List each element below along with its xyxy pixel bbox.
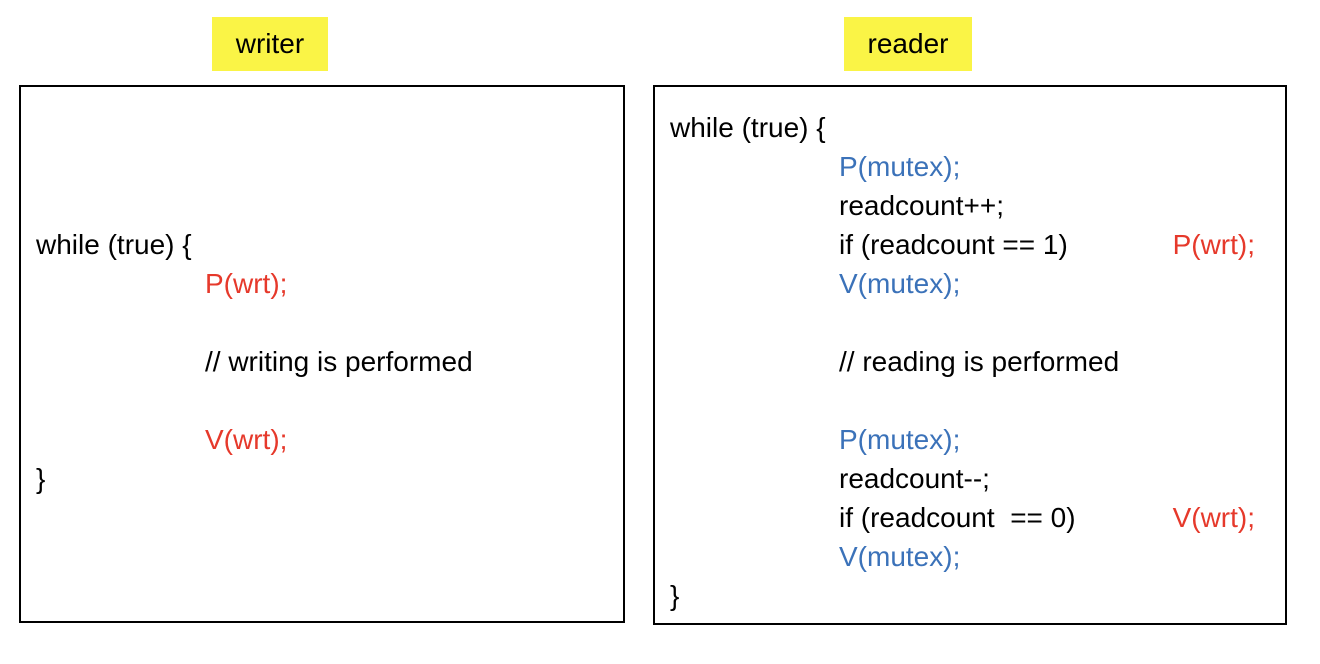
reader-code-box: while (true) { P(mutex); readcount++; if… <box>653 85 1287 625</box>
writer-close-brace-line: } <box>36 463 46 494</box>
reader-if-last-reader-line: if (readcount == 0) V(wrt); <box>655 498 1285 537</box>
reader-p-mutex-exit-line: P(mutex); <box>839 424 961 455</box>
writer-v-wrt-line: V(wrt); <box>205 424 288 455</box>
reader-comment-line: // reading is performed <box>839 346 1120 377</box>
reader-close-brace-line: } <box>670 580 680 611</box>
writer-code-box: while (true) { P(wrt); // writing is per… <box>19 85 625 623</box>
blank-line <box>21 303 623 342</box>
reader-readcount-decrement-line: readcount--; <box>839 463 990 494</box>
writer-while-open-line: while (true) { <box>36 229 192 260</box>
writer-p-wrt-line: P(wrt); <box>205 268 288 299</box>
reader-v-mutex-exit-line: V(mutex); <box>839 541 961 572</box>
blank-line <box>655 381 1285 420</box>
reader-if-readcount-eq-1: if (readcount == 1) <box>839 229 1068 260</box>
reader-v-mutex-entry-line: V(mutex); <box>839 268 961 299</box>
reader-while-open-line: while (true) { <box>670 112 826 143</box>
reader-if-readcount-eq-0: if (readcount == 0) <box>839 502 1076 533</box>
reader-if-first-reader-line: if (readcount == 1) P(wrt); <box>655 225 1285 264</box>
reader-p-mutex-entry-line: P(mutex); <box>839 151 961 182</box>
blank-line <box>21 381 623 420</box>
writer-label: writer <box>212 17 328 71</box>
reader-readcount-increment-line: readcount++; <box>839 190 1005 221</box>
reader-label: reader <box>844 17 972 71</box>
writer-comment-line: // writing is performed <box>205 346 473 377</box>
reader-p-wrt-inline: P(wrt); <box>1172 229 1255 260</box>
reader-v-wrt-inline: V(wrt); <box>1172 502 1255 533</box>
blank-line <box>655 303 1285 342</box>
